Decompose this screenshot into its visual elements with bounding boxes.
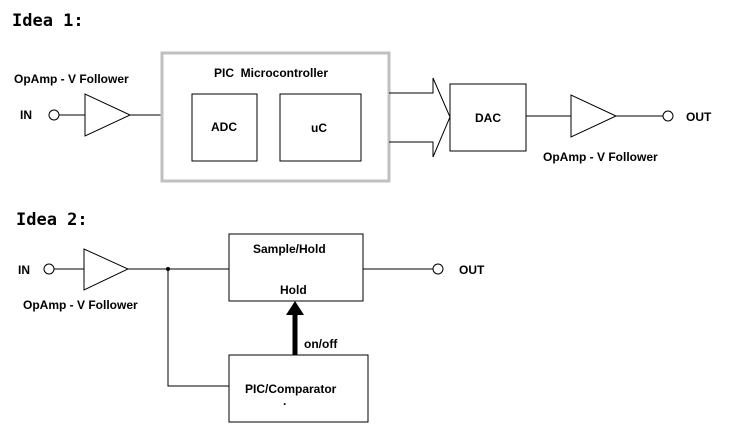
idea1-adc-box — [191, 93, 258, 162]
idea1-uc-label: uC — [311, 121, 327, 135]
idea2-input-terminal — [43, 263, 55, 275]
idea2-opamp-label: OpAmp - V Follower — [23, 298, 138, 312]
idea1-uc-box — [279, 93, 362, 162]
idea2-comparator-label: PIC/Comparator — [245, 382, 337, 396]
idea1-section: Idea 1: OpAmp - V Follower IN PIC Microc… — [12, 11, 712, 183]
idea2-section: Idea 2: IN OpAmp - V Follower Sample/Hol… — [16, 210, 485, 423]
idea2-control-arrow-head — [286, 301, 304, 315]
idea1-opamp-out-symbol — [570, 94, 618, 138]
idea2-hold-label: Hold — [280, 283, 307, 297]
idea1-out-label: OUT — [686, 110, 712, 124]
idea1-pic-title: PIC Microcontroller — [214, 66, 328, 80]
idea1-output-terminal — [662, 110, 674, 122]
idea2-in-label: IN — [18, 263, 30, 277]
idea2-opamp-symbol — [83, 248, 130, 291]
idea1-opamp-out-label: OpAmp - V Follower — [543, 150, 658, 164]
idea1-dac-box — [449, 83, 527, 152]
idea1-dac-label: DAC — [475, 111, 501, 125]
idea2-output-terminal — [432, 263, 444, 275]
idea2-sample-hold-label: Sample/Hold — [253, 242, 326, 256]
idea1-adc-label: ADC — [211, 120, 237, 134]
idea2-control-label: on/off — [304, 337, 338, 351]
idea2-heading: Idea 2: — [16, 210, 88, 230]
idea1-opamp-in-symbol — [84, 93, 132, 137]
idea2-comparator-box — [228, 354, 369, 423]
idea2-feedback-wire — [167, 269, 229, 387]
idea1-input-terminal — [48, 109, 60, 121]
idea1-opamp-in-label: OpAmp - V Follower — [14, 72, 129, 86]
idea2-out-label: OUT — [459, 263, 485, 277]
idea1-in-label: IN — [20, 108, 32, 122]
idea2-comparator-dot: . — [283, 394, 286, 408]
idea1-heading: Idea 1: — [12, 11, 84, 31]
idea1-bus-arrow — [389, 77, 451, 158]
idea2-sample-hold-box — [228, 233, 364, 302]
